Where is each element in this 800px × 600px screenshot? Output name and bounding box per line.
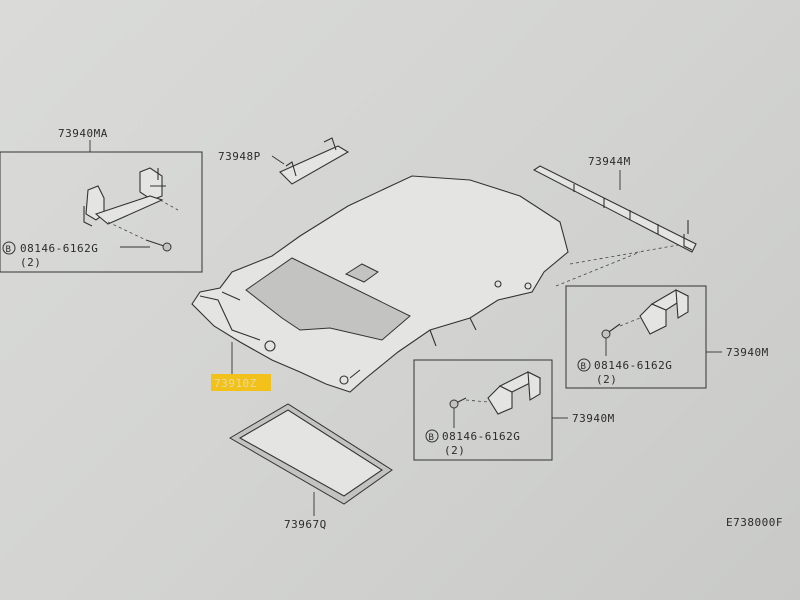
label-bracket-top: 73948P	[218, 150, 261, 163]
label-bolt-right: 08146-6162G	[594, 359, 672, 372]
headlining-hole-3	[494, 280, 502, 288]
bolt-marker-left-letter: B	[6, 245, 12, 255]
grip-right-end-1	[639, 303, 667, 335]
label-grip-right: 73940M	[726, 346, 769, 359]
grip-bar-left	[94, 195, 164, 225]
label-sunroof-trim: 73967Q	[284, 518, 327, 531]
headlining-panel	[191, 175, 569, 393]
grip-mid-dash	[465, 399, 489, 403]
headlining-hole-4	[524, 282, 532, 290]
grip-mid-group: 73940M B 08146-6162G (2)	[413, 359, 615, 461]
clip-right-bracket	[139, 167, 163, 201]
sunroof-trim-group: 73967Q	[229, 403, 393, 531]
bolt-shaft-left	[145, 239, 165, 247]
headlining-hole-2	[339, 375, 349, 385]
headlining-rail-dash	[555, 243, 685, 287]
headlining-sunroof-opening	[245, 257, 411, 341]
bolt-head-left	[162, 242, 172, 252]
bracket-top-group: 73948P	[218, 137, 350, 185]
grip-mid-end-1	[487, 385, 513, 415]
bolt-head-right	[601, 329, 611, 339]
grip-right-end-2	[675, 289, 689, 319]
bolt-head-mid	[449, 399, 459, 409]
bracket-top-plate	[279, 145, 350, 185]
rail-right-clips	[573, 184, 693, 251]
bolt-marker-mid	[425, 429, 439, 443]
rail-right-group: 73944M	[532, 155, 697, 253]
bolt-marker-right	[577, 358, 591, 372]
bracket-top-leader	[271, 155, 285, 165]
grip-mid-frame	[413, 359, 553, 461]
grip-dash-left	[159, 199, 179, 211]
label-clip-assy-left: 73940MA	[58, 127, 108, 140]
headlining-edge-details	[199, 291, 477, 379]
sunroof-trim-inner	[238, 409, 383, 497]
label-bolt-mid-qty: (2)	[444, 444, 465, 457]
label-rail-right: 73944M	[588, 155, 631, 168]
label-bolt-mid: 08146-6162G	[442, 430, 520, 443]
headlining-group: 73910Z	[191, 175, 685, 393]
grip-right-frame	[565, 285, 707, 389]
label-grip-mid: 73940M	[572, 412, 615, 425]
bolt-marker-left	[2, 241, 16, 255]
grip-right-dash	[619, 317, 641, 327]
bolt-marker-right-letter: B	[581, 362, 587, 372]
headlining-label-highlight	[211, 374, 271, 391]
grip-detail-left	[83, 168, 166, 227]
headlining-lamp-cutout	[344, 263, 379, 283]
label-bolt-left-qty: (2)	[20, 256, 41, 269]
clip-assy-left-group: 73940MA B 08146-6162G (2)	[0, 127, 203, 273]
bolt-dash-left	[107, 221, 147, 241]
grip-right-group: 73940M B 08146-6162G (2)	[565, 285, 769, 389]
bracket-top-tabs	[285, 137, 337, 177]
label-bolt-right-qty: (2)	[596, 373, 617, 386]
label-bolt-left: 08146-6162G	[20, 242, 98, 255]
clip-assy-left-frame	[0, 151, 203, 273]
label-headlining: 73910Z	[214, 377, 257, 390]
label-diagram-code: E738000F	[726, 516, 783, 529]
grip-mid-end-2	[527, 371, 541, 401]
bolt-marker-mid-letter: B	[429, 433, 435, 443]
headlining-hole-1	[264, 340, 276, 352]
